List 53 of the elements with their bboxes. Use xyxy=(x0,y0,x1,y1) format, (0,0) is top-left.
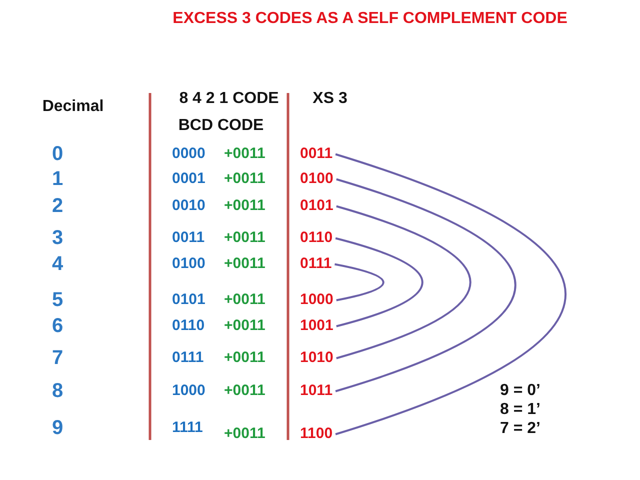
addend: +0011 xyxy=(224,256,266,272)
xs3-code: 0111 xyxy=(300,256,332,272)
bcd-code: 0110 xyxy=(172,318,205,334)
connector-curve xyxy=(336,205,471,360)
decimal-digit: 0 xyxy=(52,143,64,165)
xs3-code: 0101 xyxy=(300,198,334,214)
bcd-code: 0100 xyxy=(172,256,206,272)
xs3-code: 1000 xyxy=(300,292,334,308)
xs3-code: 0011 xyxy=(300,146,333,162)
addend: +0011 xyxy=(224,198,266,214)
column-header: XS 3 xyxy=(312,90,348,108)
decimal-digit: 6 xyxy=(52,315,64,337)
connector-curve xyxy=(335,237,424,328)
column-header: 8 4 2 1 CODE xyxy=(179,90,279,108)
decimal-digit: 3 xyxy=(52,227,64,249)
bcd-code: 0010 xyxy=(172,198,206,214)
complement-note: 7 = 2’ xyxy=(500,420,540,438)
column-header: Decimal xyxy=(42,98,104,116)
title-text: EXCESS 3 CODES AS A SELF COMPLEMENT CODE xyxy=(172,10,568,28)
xs3-code: 1001 xyxy=(300,318,334,334)
decimal-digit: 9 xyxy=(52,417,64,439)
xs3-code: 1010 xyxy=(300,350,334,366)
addend: +0011 xyxy=(224,383,266,400)
addend: +0011 xyxy=(224,146,266,162)
decimal-digit: 8 xyxy=(52,380,64,402)
complement-note: 8 = 1’ xyxy=(500,401,540,419)
addend: +0011 xyxy=(224,171,266,188)
addend: +0011 xyxy=(224,350,266,366)
column-header: BCD CODE xyxy=(178,117,264,135)
decimal-digit: 4 xyxy=(52,253,64,275)
addend: +0011 xyxy=(224,426,266,442)
xs3-code: 0110 xyxy=(300,230,333,246)
complement-note: 9 = 0’ xyxy=(500,382,540,400)
connector-curve xyxy=(334,263,384,302)
addend: +0011 xyxy=(224,292,266,308)
decimal-digit: 1 xyxy=(52,168,64,190)
bcd-code: 0101 xyxy=(172,292,206,308)
decimal-digit: 5 xyxy=(52,289,64,311)
decimal-digit: 2 xyxy=(52,195,64,217)
addend: +0011 xyxy=(224,318,266,334)
decimal-digit: 7 xyxy=(52,347,64,369)
bcd-code: 0001 xyxy=(172,171,206,188)
bcd-code: 0000 xyxy=(172,146,206,162)
connector-curve xyxy=(335,178,516,392)
bcd-code: 0011 xyxy=(172,230,205,246)
xs3-code: 0100 xyxy=(300,171,334,188)
connector-curve xyxy=(335,153,566,436)
xs3-code: 1011 xyxy=(300,383,333,400)
bcd-code: 1000 xyxy=(172,383,206,400)
addend: +0011 xyxy=(224,230,266,246)
bcd-code: 1111 xyxy=(172,420,203,436)
xs3-code: 1100 xyxy=(300,426,333,442)
bcd-code: 0111 xyxy=(172,350,204,366)
